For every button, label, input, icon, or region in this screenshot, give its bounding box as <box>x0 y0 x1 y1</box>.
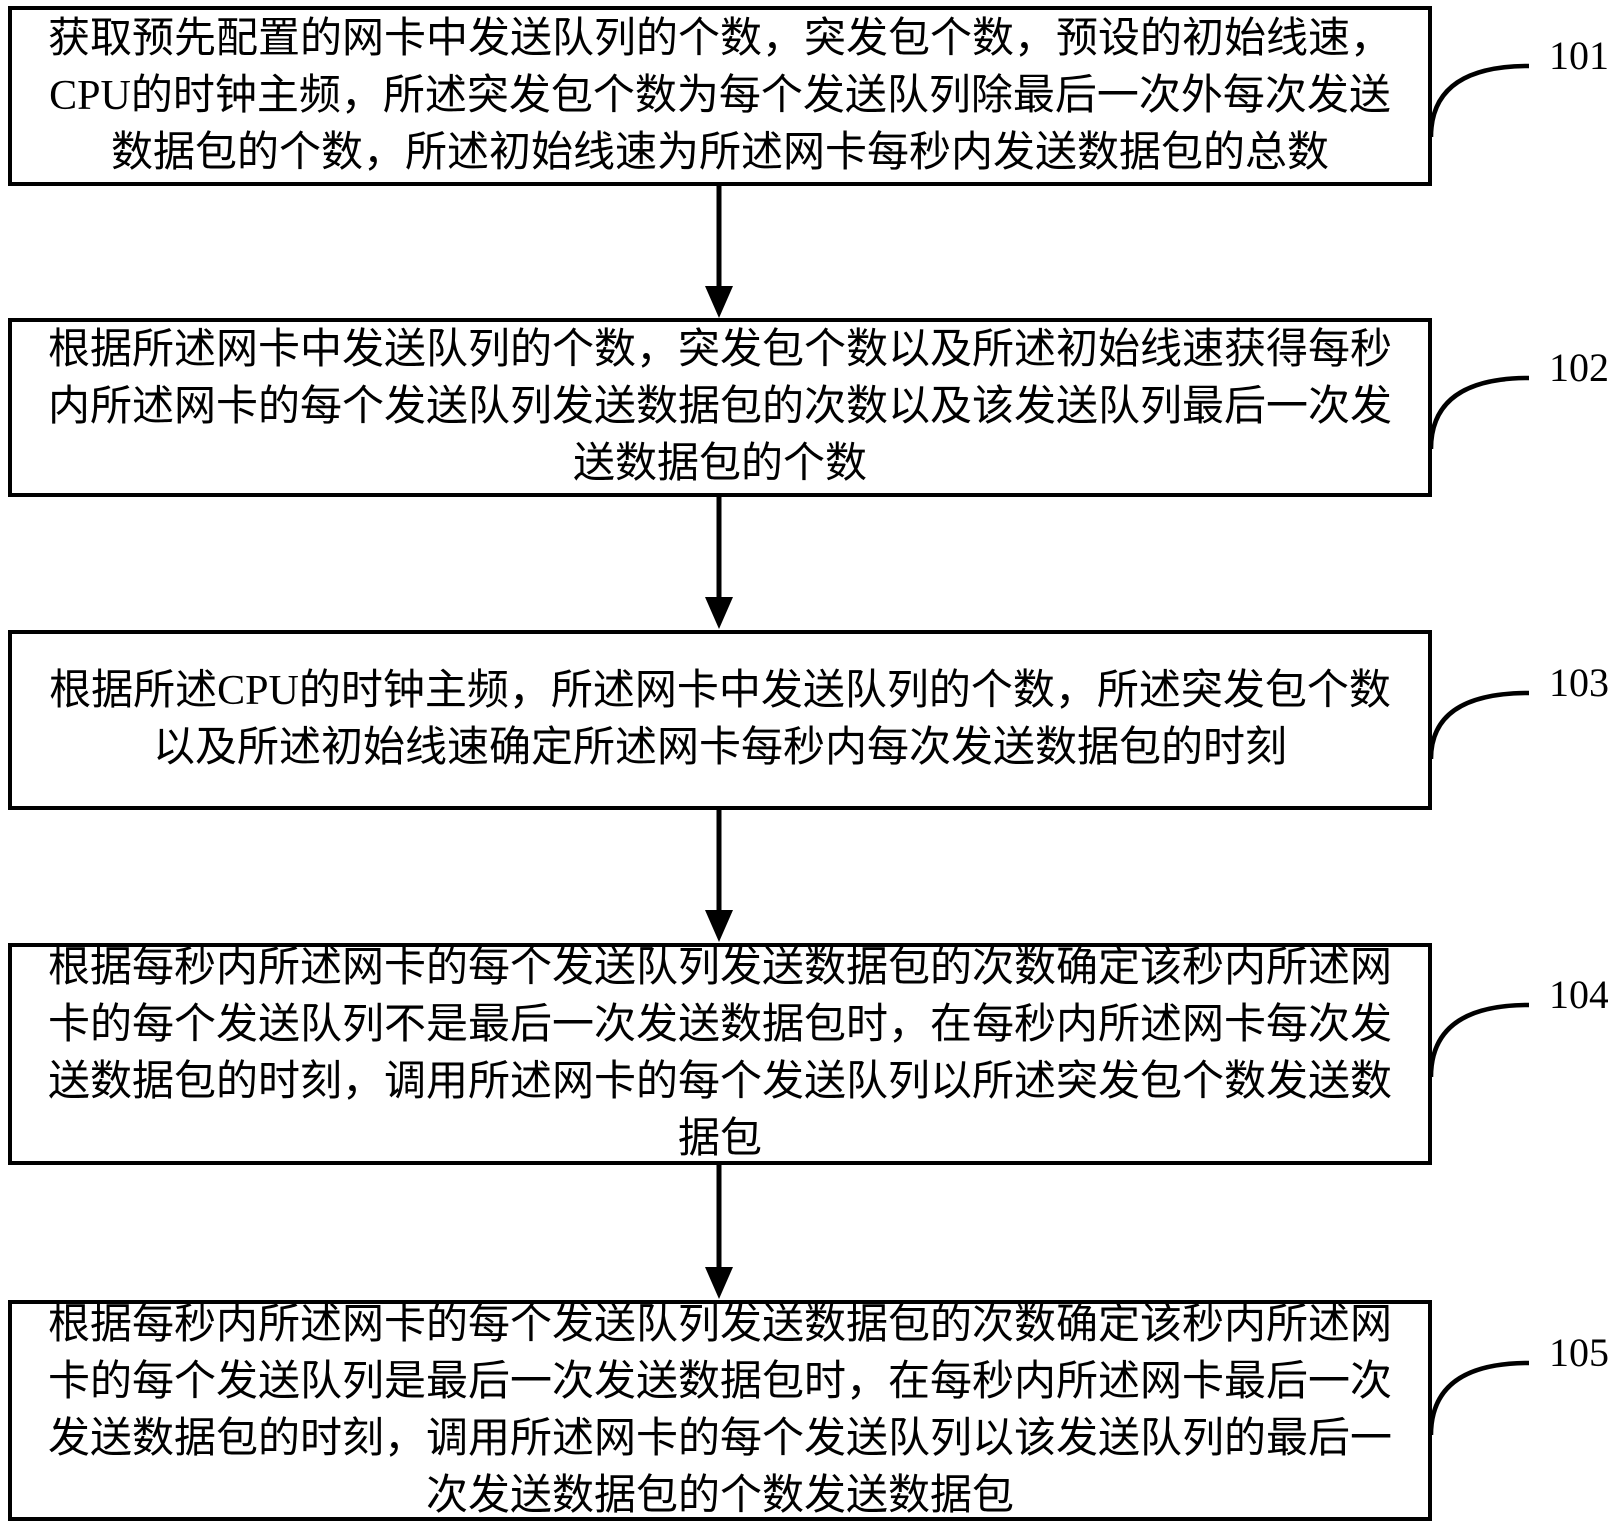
flow-arrow-1 <box>705 186 733 318</box>
step-label-103: 103 <box>1549 660 1608 705</box>
arrow-head-icon <box>705 286 733 318</box>
step-label-101: 101 <box>1549 33 1608 78</box>
flow-arrow-2 <box>705 497 733 629</box>
step-text-101: 获取预先配置的网卡中发送队列的个数，突发包个数，预设的初始线速，CPU的时钟主频… <box>47 15 1392 176</box>
step-text-105: 根据每秒内所述网卡的每个发送队列发送数据包的次数确定该秒内所述网卡的每个发送队列… <box>47 1301 1392 1519</box>
step-box-102: 根据所述网卡中发送队列的个数，突发包个数以及所述初始线速获得每秒内所述网卡的每个… <box>8 318 1432 497</box>
arrow-head-icon <box>705 597 733 629</box>
step-text-104: 根据每秒内所述网卡的每个发送队列发送数据包的次数确定该秒内所述网卡的每个发送队列… <box>47 945 1392 1162</box>
leader-line-103 <box>1428 690 1530 760</box>
step-text-102: 根据所述网卡中发送队列的个数，突发包个数以及所述初始线速获得每秒内所述网卡的每个… <box>47 327 1392 487</box>
flow-arrow-3 <box>705 810 733 942</box>
step-text-103: 根据所述CPU的时钟主频，所述网卡中发送队列的个数，所述突发包个数以及所述初始线… <box>49 668 1391 771</box>
leader-line-104 <box>1428 1002 1530 1078</box>
leader-line-101 <box>1428 63 1530 138</box>
step-label-102: 102 <box>1549 345 1608 390</box>
step-box-101: 获取预先配置的网卡中发送队列的个数，突发包个数，预设的初始线速，CPU的时钟主频… <box>8 6 1432 186</box>
arrow-head-icon <box>705 910 733 942</box>
step-label-104: 104 <box>1549 972 1608 1017</box>
arrow-head-icon <box>705 1267 733 1299</box>
step-box-103: 根据所述CPU的时钟主频，所述网卡中发送队列的个数，所述突发包个数以及所述初始线… <box>8 630 1432 810</box>
step-label-105: 105 <box>1549 1330 1608 1375</box>
step-box-104: 根据每秒内所述网卡的每个发送队列发送数据包的次数确定该秒内所述网卡的每个发送队列… <box>8 943 1432 1165</box>
step-box-105: 根据每秒内所述网卡的每个发送队列发送数据包的次数确定该秒内所述网卡的每个发送队列… <box>8 1300 1432 1521</box>
flow-arrow-4 <box>705 1165 733 1299</box>
leader-line-105 <box>1428 1360 1530 1436</box>
leader-line-102 <box>1428 375 1530 450</box>
